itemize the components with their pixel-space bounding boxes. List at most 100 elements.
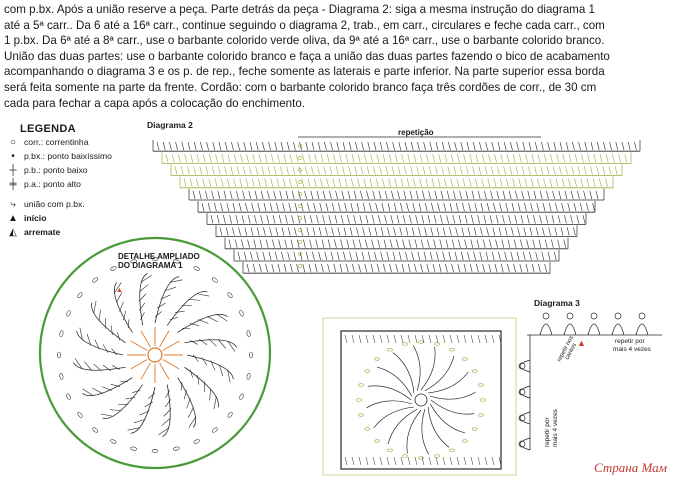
stitch-mark xyxy=(305,251,309,261)
stitch-mark xyxy=(372,334,376,344)
stitch-mark xyxy=(347,215,350,224)
stitch-mark xyxy=(198,190,202,200)
stitch-mark xyxy=(359,215,363,224)
stitch-mark xyxy=(615,141,619,151)
stitch-mark xyxy=(355,251,359,261)
chain-loop xyxy=(449,348,455,352)
chain-loop xyxy=(130,259,137,264)
stitch-mark xyxy=(196,154,200,163)
stitch-mark xyxy=(351,178,354,187)
stitch-mark xyxy=(383,263,386,273)
stitch-mark xyxy=(510,141,513,151)
stitch-mark xyxy=(349,227,353,236)
stitch-mark xyxy=(466,141,470,151)
stitch-mark xyxy=(428,190,431,200)
stitch-mark xyxy=(279,190,283,200)
stitch-mark xyxy=(398,141,402,151)
stitch-mark xyxy=(273,190,276,200)
chain-loop xyxy=(374,439,380,443)
stitch-mark xyxy=(336,141,340,151)
stitch-mark xyxy=(343,227,347,236)
picot xyxy=(566,312,574,320)
stitch-mark xyxy=(303,215,307,224)
stitch-mark xyxy=(475,178,478,187)
stitch-mark xyxy=(329,190,332,200)
detail-diagram-1: DETALHE AMPLIADO DO DIAGRAMA 1 ▲ xyxy=(38,236,272,470)
stitch-mark xyxy=(540,166,544,175)
stitch-mark xyxy=(468,202,471,212)
stitch-mark xyxy=(231,141,234,151)
stitch-mark xyxy=(484,190,487,200)
stitch-mark xyxy=(513,263,516,273)
stitch-mark xyxy=(494,154,497,163)
instruction-line: com p.bx. Após a união reserve a peça. P… xyxy=(4,3,595,16)
stitch-mark xyxy=(461,227,465,236)
stitch-mark xyxy=(555,202,558,212)
stitch-mark xyxy=(225,227,229,236)
stitch-mark xyxy=(369,202,372,212)
stitch-mark xyxy=(220,202,223,212)
stitch-mark xyxy=(339,154,342,163)
legend-label: união com p.bx. xyxy=(24,199,85,209)
stitch-mark xyxy=(405,251,408,261)
stitch-mark xyxy=(520,215,524,224)
stitch-mark xyxy=(530,202,533,212)
start-marker: ▲ xyxy=(577,338,586,348)
stitch-mark xyxy=(269,202,273,212)
stitch-mark xyxy=(534,166,537,175)
stitch-mark xyxy=(290,239,294,248)
picot xyxy=(542,312,550,320)
stitch-mark xyxy=(180,166,184,175)
petal xyxy=(162,384,171,437)
stitch-mark xyxy=(423,141,426,151)
stitch-mark xyxy=(291,215,294,224)
stitch-mark xyxy=(292,166,296,175)
chain-loop xyxy=(59,373,64,380)
stitch-mark xyxy=(463,334,467,344)
stitch-mark xyxy=(361,141,364,151)
stitch-mark xyxy=(497,166,500,175)
stitch-mark xyxy=(308,263,312,273)
stitch-mark xyxy=(426,154,429,163)
stitch-mark xyxy=(227,340,236,352)
chain-loop xyxy=(358,383,364,387)
instructions-text: com p.bx. Após a união reserve a peça. P… xyxy=(4,2,694,111)
stitch-mark xyxy=(422,190,425,200)
stitch-mark xyxy=(321,263,324,273)
stitch-mark xyxy=(233,154,237,163)
stitch-mark xyxy=(524,178,528,187)
stitch-mark xyxy=(132,389,141,393)
stitch-mark xyxy=(525,263,529,273)
stitch-mark xyxy=(252,263,256,273)
instruction-line: 1 p.bx. Da 6ª até a 8ª carr., use o barb… xyxy=(4,34,605,48)
chain-loop xyxy=(193,266,200,271)
stitch-mark xyxy=(431,202,434,212)
stitch-mark xyxy=(272,215,276,224)
stitch-mark xyxy=(502,215,505,224)
stitch-mark xyxy=(408,239,412,248)
chain-loop xyxy=(173,446,180,451)
stitch-mark xyxy=(614,166,618,175)
stitch-mark xyxy=(320,154,324,163)
stitch-mark xyxy=(407,154,411,163)
stitch-mark xyxy=(573,227,576,236)
stitch-mark xyxy=(344,178,348,187)
join-icon: ⤷ xyxy=(10,198,16,210)
stitch-mark xyxy=(353,190,357,200)
stitch-mark xyxy=(378,190,382,200)
stitch-mark xyxy=(314,263,318,273)
stitch-mark xyxy=(241,239,244,248)
stitch-mark xyxy=(413,154,417,163)
stitch-mark xyxy=(224,141,228,151)
stitch-mark xyxy=(316,190,320,200)
stitch-mark xyxy=(365,456,369,466)
stitch-mark xyxy=(393,456,397,466)
stitch-mark xyxy=(112,365,121,370)
stitch-mark xyxy=(417,251,421,261)
stitch-mark xyxy=(271,154,274,163)
stitch-mark xyxy=(351,456,355,466)
stitch-mark xyxy=(218,364,224,377)
stitch-mark xyxy=(469,154,473,163)
stitch-mark xyxy=(324,251,328,261)
